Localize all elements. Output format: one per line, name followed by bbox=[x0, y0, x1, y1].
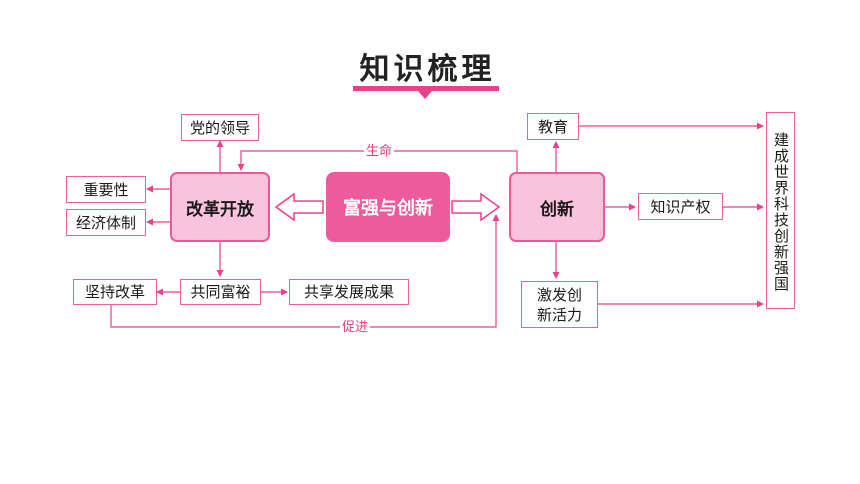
page-title: 知识梳理 bbox=[359, 52, 496, 87]
node-keep-reform: 坚持改革 bbox=[73, 279, 157, 305]
node-economic-system: 经济体制 bbox=[66, 209, 146, 236]
hollow-arrow-left bbox=[274, 192, 324, 222]
title-notch-triangle bbox=[418, 91, 432, 99]
edge-label-shengming: 生命 bbox=[364, 144, 395, 159]
node-reform-opening: 改革开放 bbox=[170, 172, 270, 242]
node-stimulate-vitality: 激发创 新活力 bbox=[521, 281, 598, 328]
node-party-leadership: 党的领导 bbox=[181, 114, 259, 141]
node-share-results: 共享发展成果 bbox=[289, 279, 409, 305]
node-innovation: 创新 bbox=[509, 172, 605, 242]
node-goal-tech-power: 建成世界科技创新强国 bbox=[766, 112, 795, 309]
node-central-topic: 富强与创新 bbox=[326, 172, 450, 242]
node-common-prosperity: 共同富裕 bbox=[180, 279, 261, 305]
node-stimulate-vitality-line1: 激发创 bbox=[536, 285, 582, 304]
node-importance: 重要性 bbox=[66, 176, 146, 203]
edge-cujin bbox=[110, 214, 500, 328]
edge-label-cujin: 促进 bbox=[340, 320, 371, 335]
node-stimulate-vitality-line2: 新活力 bbox=[536, 305, 582, 324]
node-education: 教育 bbox=[527, 113, 579, 140]
title-underline bbox=[353, 86, 499, 91]
hollow-arrow-right bbox=[451, 192, 501, 222]
node-intellectual-property: 知识产权 bbox=[638, 193, 723, 220]
